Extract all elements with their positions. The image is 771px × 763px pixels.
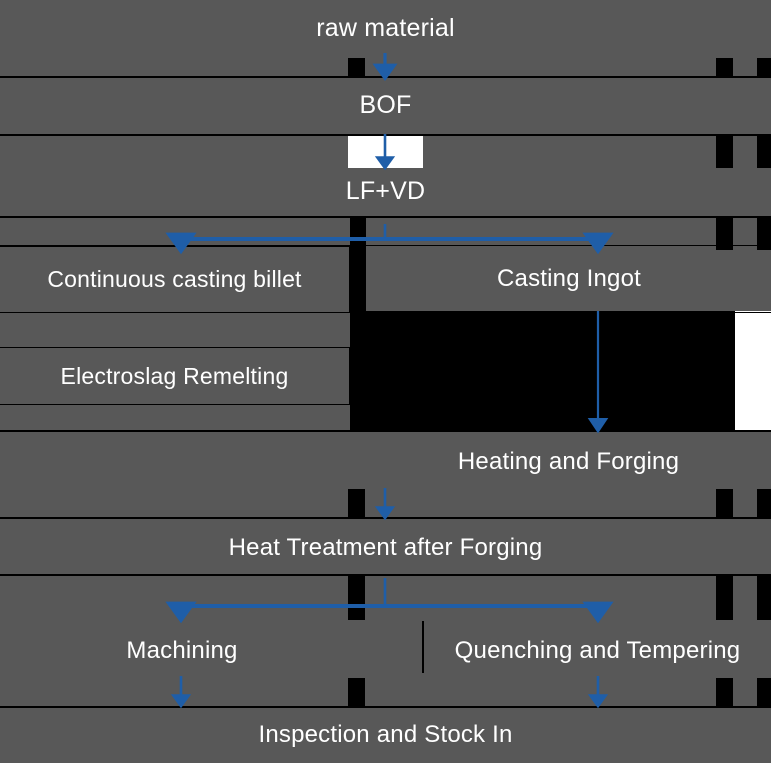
column-marker xyxy=(716,218,733,250)
separator-rule-inspection-top xyxy=(0,706,771,708)
node-continuous-casting-billet[interactable]: Continuous casting billet xyxy=(47,265,302,292)
column-marker xyxy=(716,576,733,620)
column-marker xyxy=(348,576,365,620)
highlight-block-lfvd xyxy=(348,136,423,168)
lane-block-forging-white-edge xyxy=(735,311,771,430)
column-marker xyxy=(757,576,771,620)
node-machining[interactable]: Machining xyxy=(126,637,238,664)
separator-rule-forging-top xyxy=(0,430,771,432)
column-marker xyxy=(716,678,733,706)
node-raw-material[interactable]: raw material xyxy=(316,13,455,42)
node-lf-vd[interactable]: LF+VD xyxy=(345,176,426,205)
column-marker xyxy=(716,489,733,517)
column-marker xyxy=(757,489,771,517)
column-marker xyxy=(716,136,733,168)
column-marker xyxy=(716,58,733,77)
column-marker xyxy=(757,678,771,706)
column-marker xyxy=(757,218,771,250)
node-quenching-and-tempering[interactable]: Quenching and Tempering xyxy=(454,637,741,664)
node-electroslag-remelting[interactable]: Electroslag Remelting xyxy=(60,362,289,389)
column-marker xyxy=(757,58,771,77)
box-electroslag-remelting xyxy=(0,347,350,405)
node-heat-treatment-after-forging[interactable]: Heat Treatment after Forging xyxy=(228,534,543,561)
separator-rule-bof-top xyxy=(0,76,771,78)
node-bof[interactable]: BOF xyxy=(359,90,412,119)
column-marker xyxy=(348,489,365,517)
divider-machining-quenching xyxy=(422,621,424,673)
column-marker xyxy=(348,58,365,77)
node-casting-ingot[interactable]: Casting Ingot xyxy=(496,265,642,292)
node-inspection-and-stock-in[interactable]: Inspection and Stock In xyxy=(258,721,513,748)
column-marker xyxy=(757,136,771,168)
box-casting-ingot xyxy=(365,245,771,313)
column-marker xyxy=(348,678,365,706)
node-heating-and-forging[interactable]: Heating and Forging xyxy=(457,448,680,475)
column-marker xyxy=(350,218,366,314)
separator-rule-heat-bottom xyxy=(0,574,771,576)
lane-block-forging xyxy=(350,311,735,430)
separator-rule-heat-top xyxy=(0,517,771,519)
separator-rule-lfvd-bottom xyxy=(0,216,771,218)
